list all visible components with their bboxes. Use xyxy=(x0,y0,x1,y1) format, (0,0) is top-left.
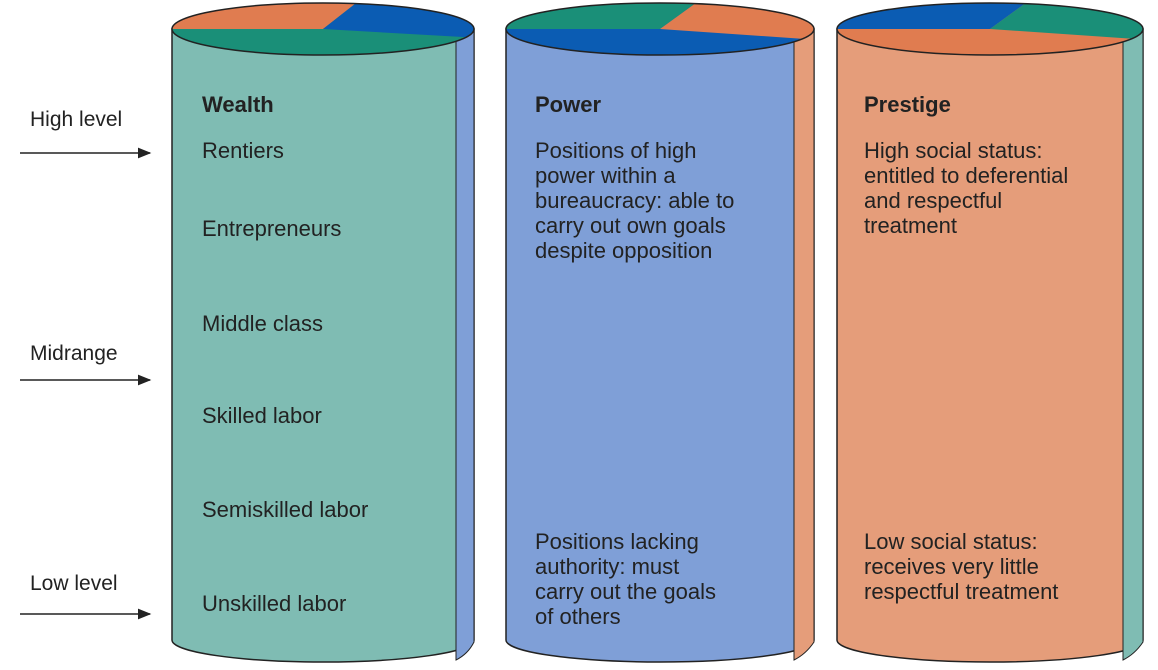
wealth-item-rentiers: Rentiers xyxy=(202,138,284,163)
power-high-line: Positions of high xyxy=(535,138,697,163)
wealth-item-skilled-labor: Skilled labor xyxy=(202,403,322,428)
wealth-item-semiskilled-labor: Semiskilled labor xyxy=(202,497,369,522)
prestige-high-line: treatment xyxy=(864,213,957,238)
prestige-low-line: receives very little xyxy=(864,554,1039,579)
power-high-line: bureaucracy: able to xyxy=(535,188,735,213)
wealth-item-middle-class: Middle class xyxy=(202,311,324,336)
wealth-cylinder-body xyxy=(171,28,475,663)
prestige-cylinder-side-band xyxy=(1122,27,1144,661)
power-low-line: carry out the goals xyxy=(535,579,716,604)
power-low-description: Positions lacking authority: must carry … xyxy=(535,529,716,629)
prestige-cylinder xyxy=(836,2,1144,663)
midrange-label: Midrange xyxy=(30,342,118,365)
prestige-low-line: Low social status: xyxy=(864,529,1038,554)
wealth-cylinder-side-band xyxy=(455,27,475,661)
wealth-item-entrepreneurs: Entrepreneurs xyxy=(202,216,342,241)
power-high-line: carry out own goals xyxy=(535,213,726,238)
power-high-line: despite opposition xyxy=(535,238,713,263)
power-high-description: Positions of high power within a bureauc… xyxy=(535,138,734,263)
prestige-high-line: and respectful xyxy=(864,188,1003,213)
prestige-high-description: High social status: entitled to deferent… xyxy=(864,138,1068,238)
prestige-low-line: respectful treatment xyxy=(864,579,1059,604)
wealth-heading: Wealth xyxy=(202,92,274,117)
power-cylinder-side-band xyxy=(793,27,815,661)
prestige-high-line: High social status: xyxy=(864,138,1043,163)
power-high-line: power within a xyxy=(535,163,676,188)
power-low-line: of others xyxy=(535,604,621,629)
low-level-label: Low level xyxy=(30,572,118,595)
high-level-label: High level xyxy=(30,108,123,131)
power-low-line: Positions lacking xyxy=(535,529,699,554)
power-heading: Power xyxy=(535,92,602,117)
wealth-cylinder xyxy=(171,2,475,663)
wealth-item-unskilled-labor: Unskilled labor xyxy=(202,591,347,616)
power-low-line: authority: must xyxy=(535,554,680,579)
prestige-low-description: Low social status: receives very little … xyxy=(864,529,1058,604)
prestige-high-line: entitled to deferential xyxy=(864,163,1069,188)
prestige-heading: Prestige xyxy=(864,92,951,117)
